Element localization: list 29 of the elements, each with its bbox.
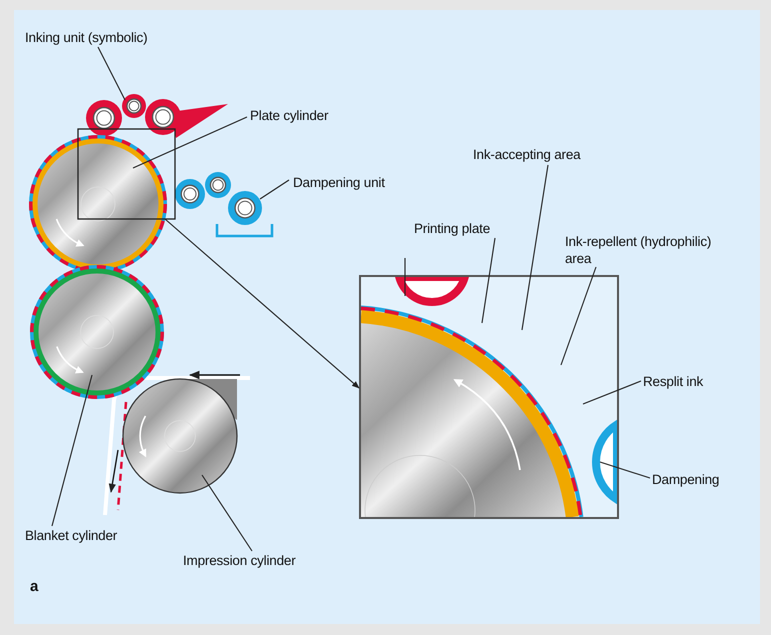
leader-line [51,374,93,526]
zoom-frame [77,128,176,220]
leader-line [202,474,252,552]
part-label: Dampening unit [293,174,385,191]
leader-line [481,238,496,324]
panel-letter: a [30,578,38,595]
leader-line [582,380,642,405]
part-label: Impression cylinder [183,552,296,569]
part-label: Ink-accepting area [473,146,580,163]
leader-line [521,164,549,330]
impression-cylinder [122,378,238,494]
inking-roller-drawing [86,94,228,138]
detail-inset-drawing [359,275,619,519]
arrow [164,218,360,388]
leader-line [560,266,597,366]
part-label: Resplit ink [643,373,704,390]
leader-line [132,116,248,168]
part-label: Ink-repellent (hydrophilic) area [565,233,715,267]
leader-line [404,258,406,296]
blanket-cylinder [30,265,164,399]
leader-line [98,46,126,100]
leader-line [260,180,290,200]
leader-line [600,461,650,479]
part-label: Plate cylinder [250,107,328,124]
part-label: Inking unit (symbolic) [25,29,148,46]
part-label: Printing plate [414,220,490,237]
part-label: Blanket cylinder [25,527,118,544]
dampening-roller-drawing [175,172,262,225]
part-label: Dampening [652,471,720,488]
